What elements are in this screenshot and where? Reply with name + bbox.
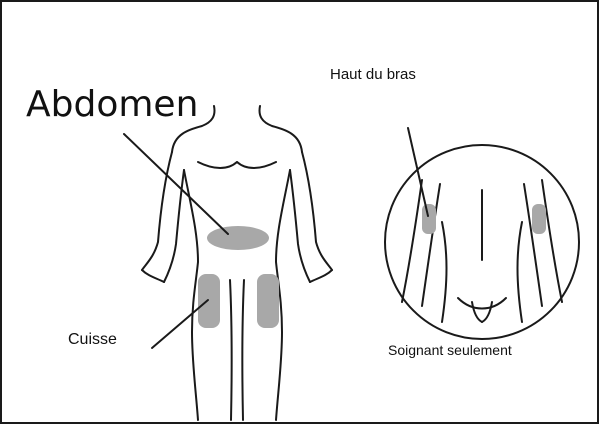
caregiver-only-label: Soignant seulement <box>388 342 512 358</box>
front-body-outline <box>142 106 332 420</box>
abdomen-pointer <box>124 134 228 234</box>
thigh-label: Cuisse <box>68 331 117 349</box>
injection-zones <box>198 204 546 328</box>
upper-arm-label: Haut du bras <box>330 66 416 83</box>
abdomen-label: Abdomen <box>26 84 198 125</box>
abdomen-zone <box>207 226 269 250</box>
thigh-zone-left <box>198 274 220 328</box>
back-view-circle <box>385 145 579 339</box>
upper-arm-zone-left <box>422 204 436 234</box>
thigh-zone-right <box>257 274 279 328</box>
upper-arm-zone-right <box>532 204 546 234</box>
